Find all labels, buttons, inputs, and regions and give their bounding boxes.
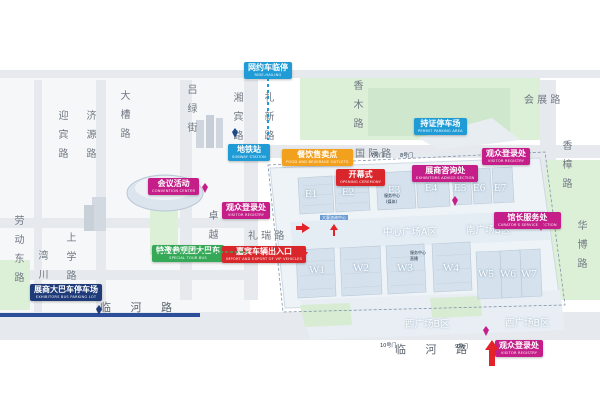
road-label-lvlv: 吕绿街 [185,84,196,141]
zone-center-plaza-a: 中心广场A区 [383,227,437,238]
entry-arrow-w1-icon [300,246,308,258]
gate-9: 9号门 [455,344,469,350]
hall-e4[interactable]: E4 [425,182,438,194]
label-media-live: 直播 [410,256,418,261]
hall-e6[interactable]: E6 [473,182,486,194]
zone-west-plaza-b: 西广场B区 [405,319,450,330]
hall-w5[interactable]: W5 [478,268,494,280]
road-label-huabo: 华博路 [575,220,586,277]
gate-8: 8号门 [400,153,414,159]
hall-w4[interactable]: W4 [443,262,459,274]
road-label-guoji: 国 际 路 [355,149,392,160]
label-service-center: 服务中心 [384,193,400,198]
road-label-lirui: 礼 瑞 路 [248,231,285,242]
hall-w1[interactable]: W1 [309,264,325,276]
conference-pin-icon [202,183,208,193]
road-label-linhe-right: 临 河 路 [395,343,475,356]
gate-10: 10号门 [380,343,397,349]
gate-7: 7号门 [371,153,385,159]
road-label-lixin: 礼新路 [262,92,273,149]
label-service-center-2: 服务中心 [410,250,426,255]
road-label-xiangbin: 湘宾路 [231,92,242,149]
entry-arrow-mid-icon [330,224,338,236]
consult-pin-icon [452,196,458,206]
road-label-linhe: 临 河 路 [100,301,180,314]
bus-parking-pin-icon [96,305,102,315]
road-label-xiangzhang: 香樟路 [560,140,571,197]
label-exhibitor-consult-small: 大客咨询中心 [320,215,348,220]
entry-arrow-west-icon [296,223,310,233]
metro-pin-icon [232,128,238,138]
hall-w3[interactable]: W3 [397,262,413,274]
entry-arrow-south-icon [485,340,499,366]
road-label-yingbin: 迎宾路 [56,110,67,167]
hall-w6[interactable]: W6 [500,268,516,280]
hall-e5[interactable]: E5 [454,182,467,194]
curator-pin-icon [538,221,544,231]
road-label-xiangxu: 香木路 [351,80,362,137]
hall-e3[interactable]: E3 [388,184,401,196]
hall-e2[interactable]: E2 [342,186,355,198]
visitor-s-pin-icon [483,326,489,336]
hall-e1[interactable]: E1 [305,188,318,200]
hall-w7[interactable]: W7 [521,268,537,280]
road-label-shangxue: 上学路 [64,232,75,289]
hall-w2[interactable]: W2 [353,262,369,274]
zone-west-plaza-b-2: 西广场B区 [505,318,550,329]
road-label-laodong: 劳动东路 [12,215,23,291]
label-media: (媒体) [386,199,398,204]
hall-e7[interactable]: E7 [494,182,507,194]
road-label-dacao: 大槽路 [118,90,129,147]
zone-south-plaza-b: 南广场B区 [466,225,511,236]
road-label-huanxia: 会 展 路 [524,95,561,106]
road-label-jiyuan: 济源路 [84,110,95,167]
